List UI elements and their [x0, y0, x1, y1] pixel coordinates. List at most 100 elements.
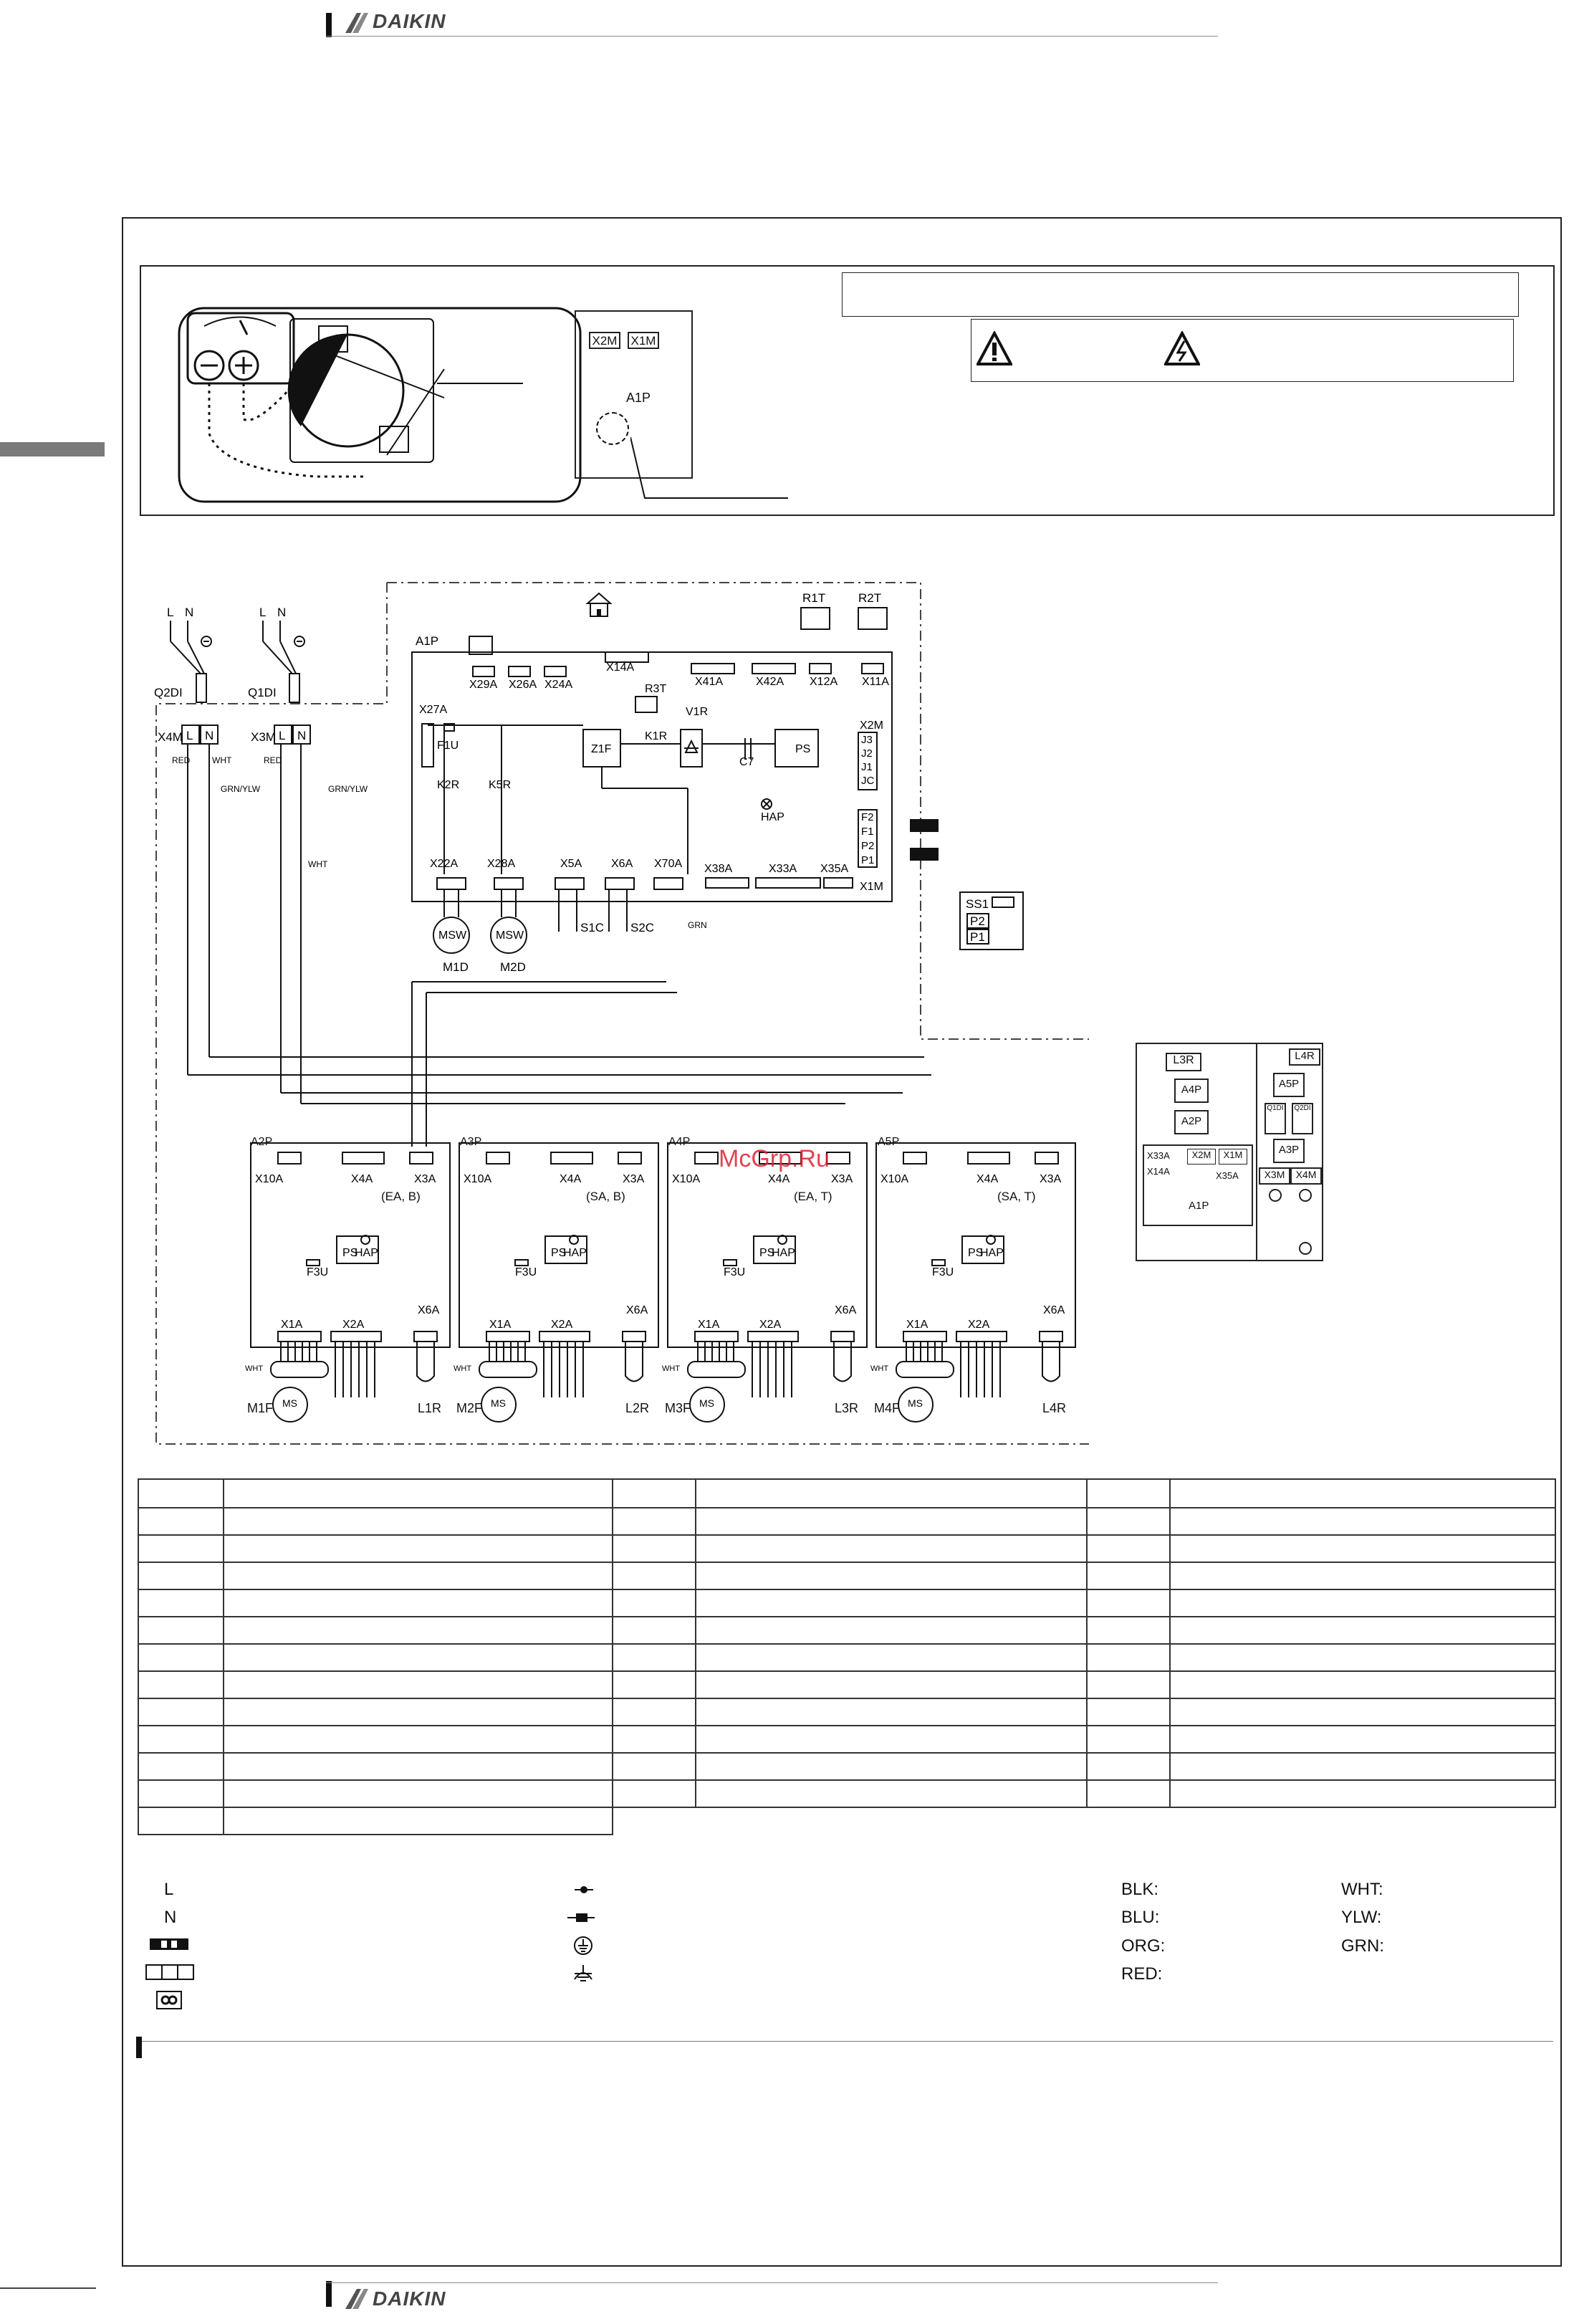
subboard-a5p-mode: (SA, T)	[997, 1190, 1036, 1203]
plug-a-terminal: X4M	[158, 730, 183, 744]
parts-cell	[695, 1752, 1088, 1781]
daikin-logo-icon	[342, 10, 371, 36]
wire-grnylw-b: GRN/YLW	[328, 784, 368, 794]
subboard-ps-box	[336, 1235, 379, 1264]
wire-red-b: RED	[264, 755, 282, 765]
ferrite-core	[896, 1361, 954, 1378]
subboard-label: X4A	[351, 1173, 373, 1185]
parts-cell	[137, 1643, 225, 1672]
layout-terminal-3	[1299, 1242, 1312, 1255]
conn-x11a: X11A	[862, 676, 889, 688]
part-z1f: Z1F	[591, 743, 612, 755]
conn-x3a	[826, 1152, 850, 1165]
parts-cell	[695, 1616, 1088, 1645]
wire-wht-a: WHT	[212, 755, 232, 765]
conn-x4a	[759, 1152, 802, 1165]
subboard-label: X10A	[255, 1173, 283, 1185]
subboard-ps: PS	[759, 1247, 774, 1259]
wire-grnylw-a: GRN/YLW	[221, 784, 261, 794]
layout-a2p: A2P	[1174, 1110, 1209, 1134]
subboard-label: X3A	[831, 1173, 853, 1185]
parts-cell	[1168, 1643, 1557, 1672]
x3m-n: N	[297, 729, 306, 742]
fuse-f3u	[931, 1259, 946, 1266]
subboard-label: X10A	[464, 1173, 491, 1185]
subboard-label: X4A	[560, 1173, 582, 1185]
layout-a5p: A5P	[1273, 1073, 1305, 1097]
color-wht: WHT:	[1341, 1880, 1383, 1899]
parts-cell	[137, 1534, 225, 1563]
conn-x4a	[967, 1152, 1010, 1165]
main-board	[411, 651, 893, 902]
color-ylw: YLW:	[1341, 1908, 1382, 1927]
ss1-p2: P2	[970, 914, 985, 928]
layout-q1di: Q1DI	[1265, 1103, 1286, 1134]
parts-cell	[137, 1562, 225, 1590]
parts-cell	[612, 1616, 697, 1645]
fan-m2f: M2F	[456, 1401, 482, 1415]
conn-x5a: X5A	[560, 858, 582, 870]
subboard-label: X2A	[968, 1319, 990, 1331]
x1m-p2: P2	[861, 840, 874, 852]
subboard-label: X4A	[768, 1173, 790, 1185]
conn-x10a	[486, 1152, 510, 1165]
parts-cell-empty	[613, 1807, 1555, 1835]
subboard-label: WHT	[870, 1364, 888, 1373]
x1m-f1: F1	[861, 826, 874, 838]
subboard-a2p-name: A2P	[251, 1136, 273, 1148]
fan-m1f: M1F	[247, 1401, 273, 1415]
layout-a4p: A4P	[1174, 1079, 1209, 1103]
ss1-name: SS1	[966, 897, 989, 911]
fan-motor	[689, 1387, 725, 1422]
parts-cell	[137, 1698, 225, 1726]
parts-cell	[1085, 1589, 1171, 1617]
plug-b-n: N	[277, 606, 286, 619]
parts-row	[137, 1562, 1557, 1590]
reactor-l3r: L3R	[835, 1401, 859, 1415]
part-x2m: X2M	[860, 719, 883, 732]
page-frame	[122, 217, 1562, 2267]
subboard-label: X10A	[880, 1173, 908, 1185]
conn-x1m: X1M	[860, 881, 883, 893]
subboard-label: HAP	[563, 1247, 587, 1259]
parts-cell	[1085, 1698, 1171, 1726]
switch-s2c: S2C	[630, 921, 654, 934]
part-f1u: F1U	[437, 740, 459, 752]
subboard-a3p-name: A3P	[460, 1136, 482, 1148]
layout-terminal-2	[1299, 1189, 1312, 1202]
conn-x1a	[694, 1331, 739, 1342]
parts-cell	[223, 1589, 614, 1617]
conn-x1a	[277, 1331, 322, 1342]
subboard-label: HAP	[772, 1247, 795, 1259]
conn-x2a	[330, 1331, 382, 1342]
layout-a1p-board: X33A X2M X1M X14A X35A A1P	[1143, 1144, 1253, 1226]
footer-brand: DAIKIN	[373, 2287, 446, 2310]
header-bar	[326, 13, 332, 37]
subboard-label: X2A	[759, 1319, 782, 1331]
conn-x2a	[956, 1331, 1007, 1342]
plug-a-n: N	[185, 606, 193, 619]
parts-cell	[137, 1779, 225, 1808]
parts-cell	[1168, 1752, 1557, 1781]
x3m-l: L	[279, 729, 285, 742]
parts-cell	[137, 1807, 225, 1835]
inset-leader	[630, 436, 788, 502]
footer-logo-icon	[342, 2286, 371, 2312]
footer-left-rule	[0, 2287, 96, 2289]
x2m-jc: JC	[861, 775, 875, 787]
subboard-label: X2A	[551, 1319, 573, 1331]
reactor-coil	[416, 1342, 435, 1382]
conn-x12a: X12A	[810, 676, 838, 688]
parts-cell	[612, 1478, 697, 1508]
parts-cell	[223, 1643, 614, 1672]
conn-x6a	[622, 1331, 646, 1342]
part-k2r: K2R	[437, 779, 459, 791]
parts-row	[137, 1589, 1557, 1617]
subboard-a4p-name: A4P	[668, 1136, 691, 1148]
terminal-strip-icon	[145, 1964, 195, 1981]
parts-cell	[223, 1507, 614, 1536]
plug-b-l: L	[259, 606, 266, 619]
parts-cell	[1168, 1562, 1557, 1590]
conn-x35a: X35A	[820, 863, 848, 875]
color-grn: GRN:	[1341, 1936, 1384, 1956]
